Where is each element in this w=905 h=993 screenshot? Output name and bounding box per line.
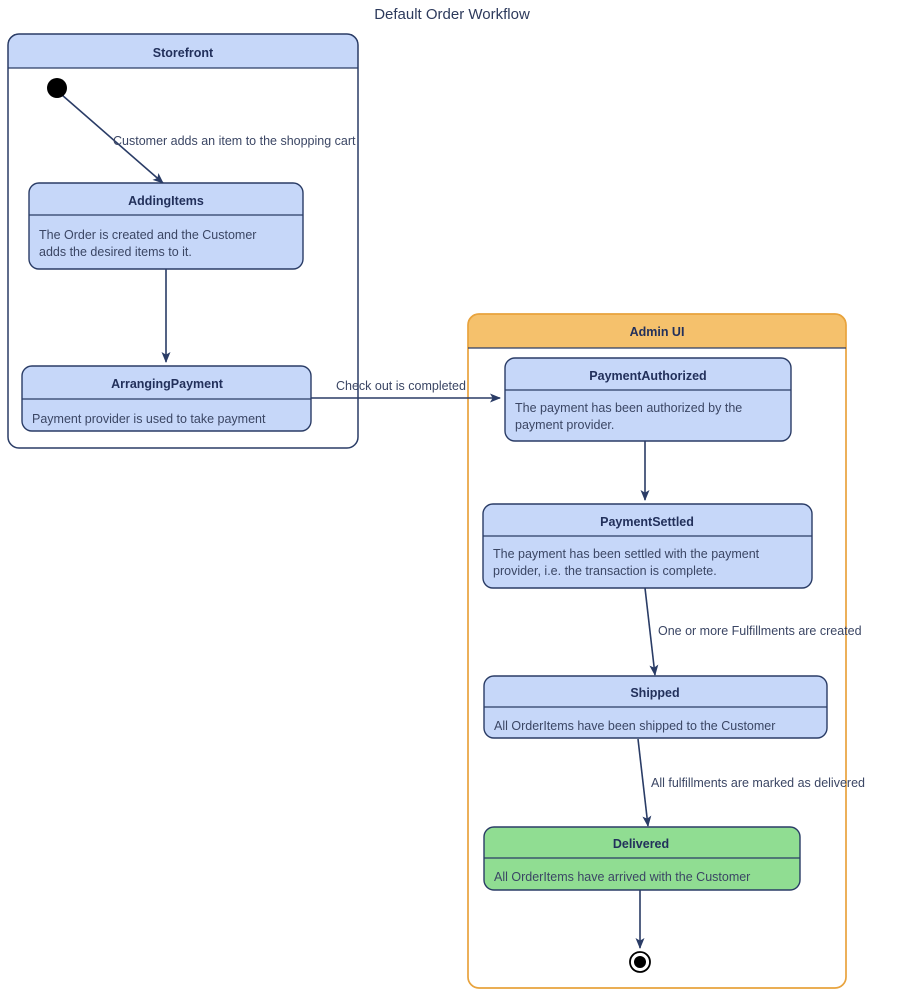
page-title: Default Order Workflow <box>374 6 530 23</box>
state-payment-settled-desc-line1: The payment has been settled with the pa… <box>493 547 760 561</box>
transition-shipped-to-delivered[interactable]: All fulfillments are marked as delivered <box>637 738 865 827</box>
transition-shipped-to-delivered-label: All fulfillments are marked as delivered <box>651 776 865 790</box>
final-state-bullseye <box>629 951 651 973</box>
state-payment-settled-box <box>482 503 813 589</box>
state-delivered-desc: All OrderItems have arrived with the Cus… <box>494 870 750 884</box>
transition-initial-to-adding-items[interactable]: Customer adds an item to the shopping ca… <box>61 94 356 184</box>
group-storefront-header-bg <box>8 34 358 68</box>
state-delivered-title: Delivered <box>613 837 669 851</box>
state-payment-settled-title: PaymentSettled <box>600 515 694 529</box>
state-adding-items[interactable]: AddingItems The Order is created and the… <box>28 182 304 270</box>
state-adding-items-title: AddingItems <box>128 194 204 208</box>
transition-initial-to-adding-items-label: Customer adds an item to the shopping ca… <box>113 134 356 148</box>
transition-arranging-payment-to-payment-authorized[interactable]: Check out is completed <box>311 379 501 403</box>
state-delivered[interactable]: Delivered All OrderItems have arrived wi… <box>483 826 801 891</box>
state-adding-items-desc-line1: The Order is created and the Customer <box>39 228 256 242</box>
transition-initial-to-adding-items-line <box>61 94 164 184</box>
state-adding-items-box <box>28 182 304 270</box>
initial-state-dot <box>47 78 67 98</box>
final-state-inner-dot <box>634 956 646 968</box>
state-payment-settled[interactable]: PaymentSettled The payment has been sett… <box>482 503 813 589</box>
state-arranging-payment-desc: Payment provider is used to take payment <box>32 412 266 426</box>
transition-shipped-to-delivered-line <box>637 738 652 827</box>
group-admin-ui-header-bg <box>468 314 846 348</box>
group-storefront-label: Storefront <box>153 46 214 60</box>
state-payment-authorized-box <box>504 357 792 442</box>
transition-payment-settled-to-shipped-label: One or more Fulfillments are created <box>658 624 862 638</box>
state-arranging-payment[interactable]: ArrangingPayment Payment provider is use… <box>21 365 312 432</box>
state-payment-authorized-title: PaymentAuthorized <box>589 369 706 383</box>
state-shipped[interactable]: Shipped All OrderItems have been shipped… <box>483 675 828 739</box>
group-admin-ui-label: Admin UI <box>630 325 685 339</box>
transition-payment-settled-to-shipped[interactable]: One or more Fulfillments are created <box>644 587 862 676</box>
group-admin-ui[interactable]: Admin UI <box>467 313 847 989</box>
transition-payment-settled-to-shipped-line <box>644 587 659 676</box>
state-payment-settled-desc-line2: provider, i.e. the transaction is comple… <box>493 564 717 578</box>
state-adding-items-desc-line2: adds the desired items to it. <box>39 245 192 259</box>
state-payment-authorized[interactable]: PaymentAuthorized The payment has been a… <box>504 357 792 442</box>
state-payment-authorized-desc-line1: The payment has been authorized by the <box>515 401 742 415</box>
state-arranging-payment-title: ArrangingPayment <box>111 377 224 391</box>
state-payment-authorized-desc-line2: payment provider. <box>515 418 614 432</box>
transition-arranging-payment-to-payment-authorized-label: Check out is completed <box>336 379 466 393</box>
state-shipped-title: Shipped <box>630 686 679 700</box>
state-shipped-desc: All OrderItems have been shipped to the … <box>494 719 775 733</box>
